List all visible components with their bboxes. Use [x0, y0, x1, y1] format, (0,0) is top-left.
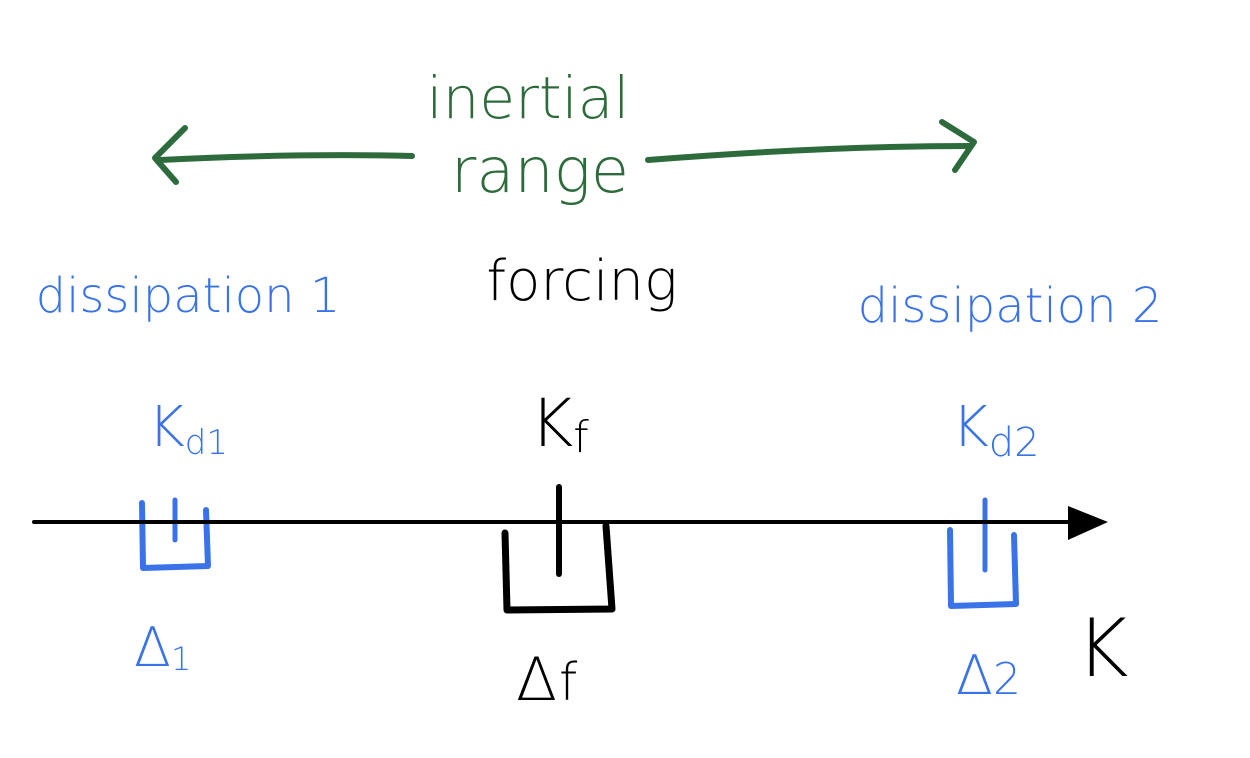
delta-1-label: Δ1	[134, 616, 191, 679]
dissipation-1-window	[139, 497, 211, 571]
k-d1-label: Kd1	[148, 395, 228, 463]
inertial-label: inertial	[427, 64, 630, 132]
range-label: range	[451, 134, 629, 207]
delta-2-label: Δ2	[956, 644, 1021, 707]
dissipation-2-label: dissipation 2	[858, 278, 1163, 334]
k-f-label: Kf	[530, 385, 589, 463]
axis-label: K	[1076, 602, 1128, 695]
forcing-window	[501, 484, 616, 614]
wavenumber-axis	[32, 506, 1108, 540]
dissipation-2-window	[947, 497, 1019, 609]
inertial-range-arrow	[152, 119, 977, 185]
dissipation-1-label: dissipation 1	[36, 268, 341, 324]
k-d2-label: Kd2	[952, 395, 1040, 466]
forcing-label: forcing	[486, 249, 677, 314]
axis-arrowhead	[1068, 506, 1108, 540]
delta-f-label: Δf	[516, 645, 578, 715]
